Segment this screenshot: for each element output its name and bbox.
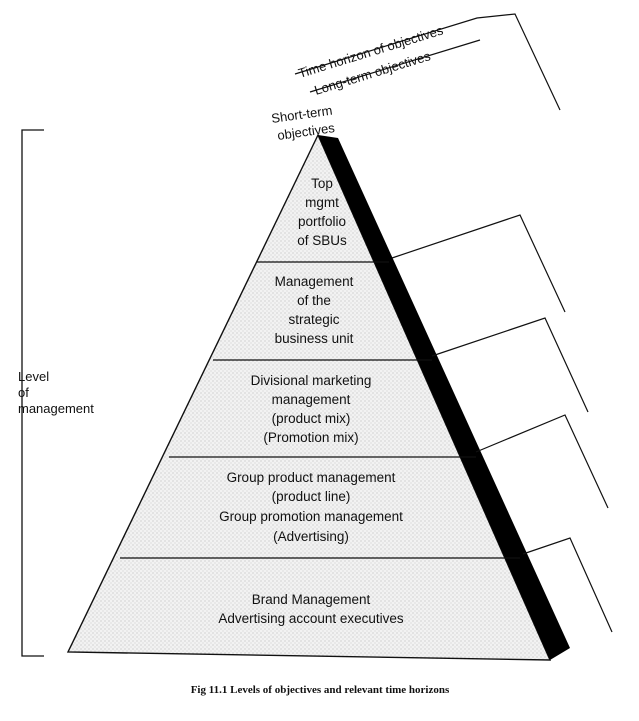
pyramid-shadow-edge [318, 135, 570, 660]
time-horizon-brackets [294, 13, 613, 633]
tier-group-management: Group product management (product line) … [219, 470, 403, 544]
figure-caption: Fig 11.1 Levels of objectives and releva… [191, 684, 450, 696]
tier-divisional-line: management [272, 392, 351, 407]
tier-group-line: Group promotion management [219, 509, 403, 524]
tier-separators [120, 261, 520, 559]
tier-top-mgmt-line: of SBUs [297, 233, 347, 248]
level-axis-line: management [18, 401, 94, 416]
tier-brand-management: Brand Management Advertising account exe… [218, 592, 404, 626]
tier-divisional-line: Divisional marketing [251, 373, 372, 388]
bracket-tier-2 [431, 317, 589, 413]
tier-group-line: Group product management [227, 470, 396, 485]
tier-sbu-line: business unit [275, 331, 354, 346]
tier-brand-line: Advertising account executives [218, 611, 404, 626]
tier-top-mgmt-line: portfolio [298, 214, 346, 229]
tier-group-line: (Advertising) [273, 529, 349, 544]
level-axis-label: Level of management [18, 369, 94, 416]
tier-group-line: (product line) [272, 489, 351, 504]
tier-top-mgmt-line: mgmt [305, 195, 339, 210]
tier-sbu-line: strategic [288, 312, 339, 327]
tier-top-mgmt: Top mgmt portfolio of SBUs [297, 176, 347, 248]
tier-sbu-line: of the [297, 293, 331, 308]
bracket-tier-3 [475, 414, 609, 509]
tier-divisional-marketing: Divisional marketing management (product… [251, 373, 372, 445]
level-axis-line: Level [18, 369, 49, 384]
level-axis-line: of [18, 385, 29, 400]
bracket-tier-1 [391, 214, 566, 313]
bracket-long-term [309, 39, 481, 93]
level-bracket [21, 129, 44, 657]
bracket-title [294, 13, 561, 111]
tier-brand-line: Brand Management [252, 592, 371, 607]
tier-divisional-line: (Promotion mix) [263, 430, 358, 445]
tier-divisional-line: (product mix) [272, 411, 351, 426]
tier-sbu-line: Management [275, 274, 354, 289]
tier-sbu-management: Management of the strategic business uni… [275, 274, 354, 346]
tier-top-mgmt-line: Top [311, 176, 333, 191]
bracket-tier-4 [522, 537, 613, 633]
